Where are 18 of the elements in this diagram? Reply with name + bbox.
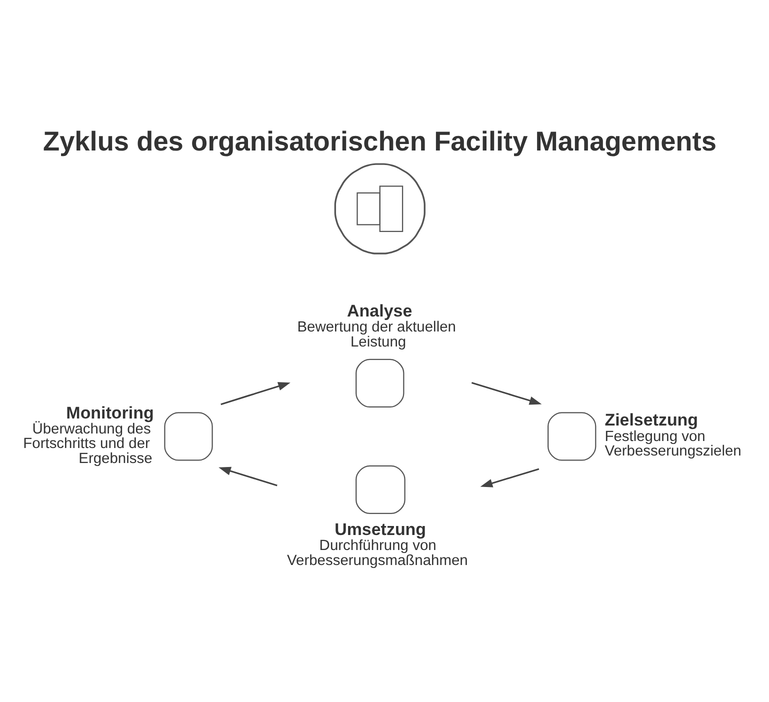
node-label: Durchführung von Verbesserungsmaßnahmen <box>286 538 468 568</box>
node-label: Überwachung des Fortschritts und der Ergebnisse <box>22 420 152 466</box>
arrow <box>218 466 277 486</box>
node-label: Umsetzung <box>334 519 426 538</box>
node-label: Monitoring <box>66 402 154 422</box>
node-box <box>547 412 596 460</box>
node-picture <box>334 162 425 254</box>
node-label: Bewertung der aktuellen Leistung <box>296 319 456 350</box>
node-box <box>164 412 212 460</box>
node-label: Zielsetzung <box>604 410 698 430</box>
node-label: Festlegung von Verbesserungszielen <box>604 428 741 460</box>
arrow <box>480 468 539 487</box>
node-label: Analyse <box>346 300 412 320</box>
arrow <box>470 381 542 404</box>
diagram-title: Zyklus des organisatorischen Facility Managements <box>42 125 716 156</box>
node-box <box>355 464 405 514</box>
node-box <box>355 358 404 408</box>
arrow <box>220 382 290 405</box>
